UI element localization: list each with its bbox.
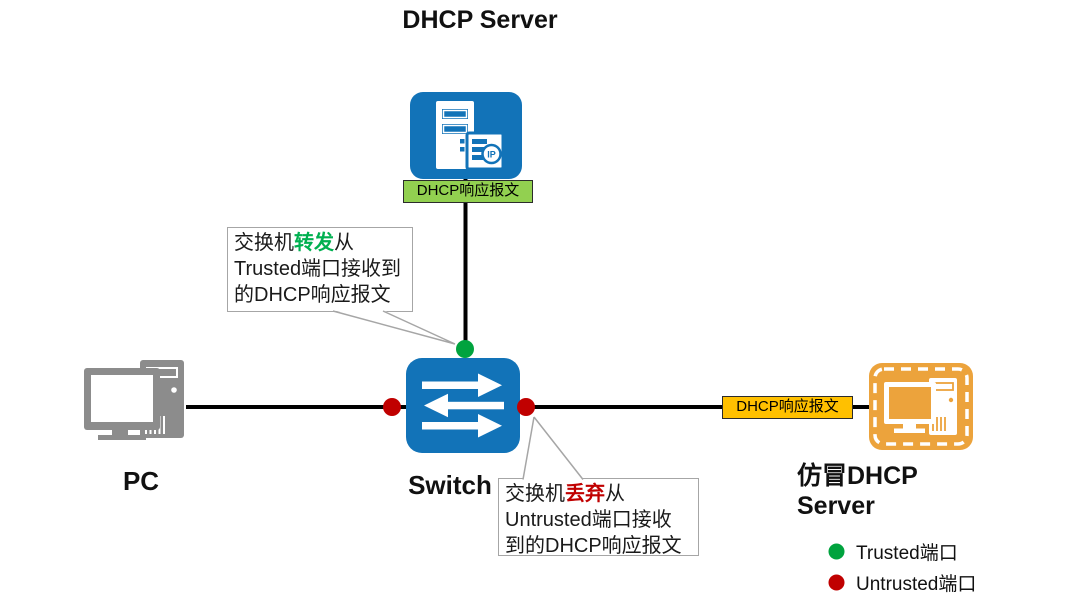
desktop-pc-dashed-icon (869, 363, 973, 450)
rogue-dhcp-server-label: 仿冒DHCP Server (797, 462, 918, 520)
callout-forward-line1: 交换机转发从 (234, 230, 406, 256)
server-tower-glyph (436, 101, 474, 169)
legend-label-untrusted: Untrusted端口 (856, 573, 977, 595)
switch-arrows-glyph (422, 373, 504, 438)
pc-label: PC (122, 466, 160, 496)
legend-item-trusted: Trusted端口 (828, 538, 976, 564)
legend-label-trusted: Trusted端口 (856, 542, 958, 564)
switch-label: Switch (408, 470, 492, 500)
svg-text:IP: IP (487, 150, 496, 160)
callout-discard-line2: Untrusted端口接收 (505, 509, 672, 531)
callout-forward-line2: Trusted端口接收到 (234, 258, 402, 280)
callout-forward-line3: 的DHCP响应报文 (234, 284, 391, 306)
dhcp-response-label-trusted: DHCP响应报文 (403, 180, 533, 203)
callout-discard-highlight: 丢弃 (565, 483, 605, 505)
callout-discard-line1: 交换机丢弃从 (505, 481, 692, 507)
server-ip-icon: IP (410, 92, 522, 179)
pc-monitor-glyph (84, 368, 160, 440)
callout-forward-prefix: 交换机 (234, 232, 294, 254)
untrusted-dot-icon (828, 574, 845, 590)
ip-pool-glyph: IP (465, 131, 505, 171)
callout-discard: 交换机丢弃从 Untrusted端口接收 到的DHCP响应报文 (498, 478, 699, 557)
dhcp-response-label-untrusted: DHCP响应报文 (722, 396, 853, 419)
callout-forward: 交换机转发从 Trusted端口接收到 的DHCP响应报文 (227, 227, 413, 312)
trusted-dot-icon (828, 543, 845, 559)
dhcp-server-label: DHCP Server (402, 6, 558, 34)
callout-discard-prefix: 交换机 (505, 483, 565, 505)
port-legend: Trusted端口 Untrusted端口 (828, 538, 976, 595)
legend-item-untrusted: Untrusted端口 (828, 569, 976, 595)
callout-forward-suffix: 从 (334, 232, 354, 254)
switch-arrows-icon (406, 358, 520, 453)
rogue-pc-glyph (884, 378, 957, 435)
callout-discard-line3: 到的DHCP响应报文 (505, 535, 682, 557)
callout-discard-suffix: 从 (605, 483, 625, 505)
desktop-pc-icon (84, 360, 184, 440)
dashed-border (873, 367, 969, 446)
callout-forward-highlight: 转发 (294, 232, 334, 254)
